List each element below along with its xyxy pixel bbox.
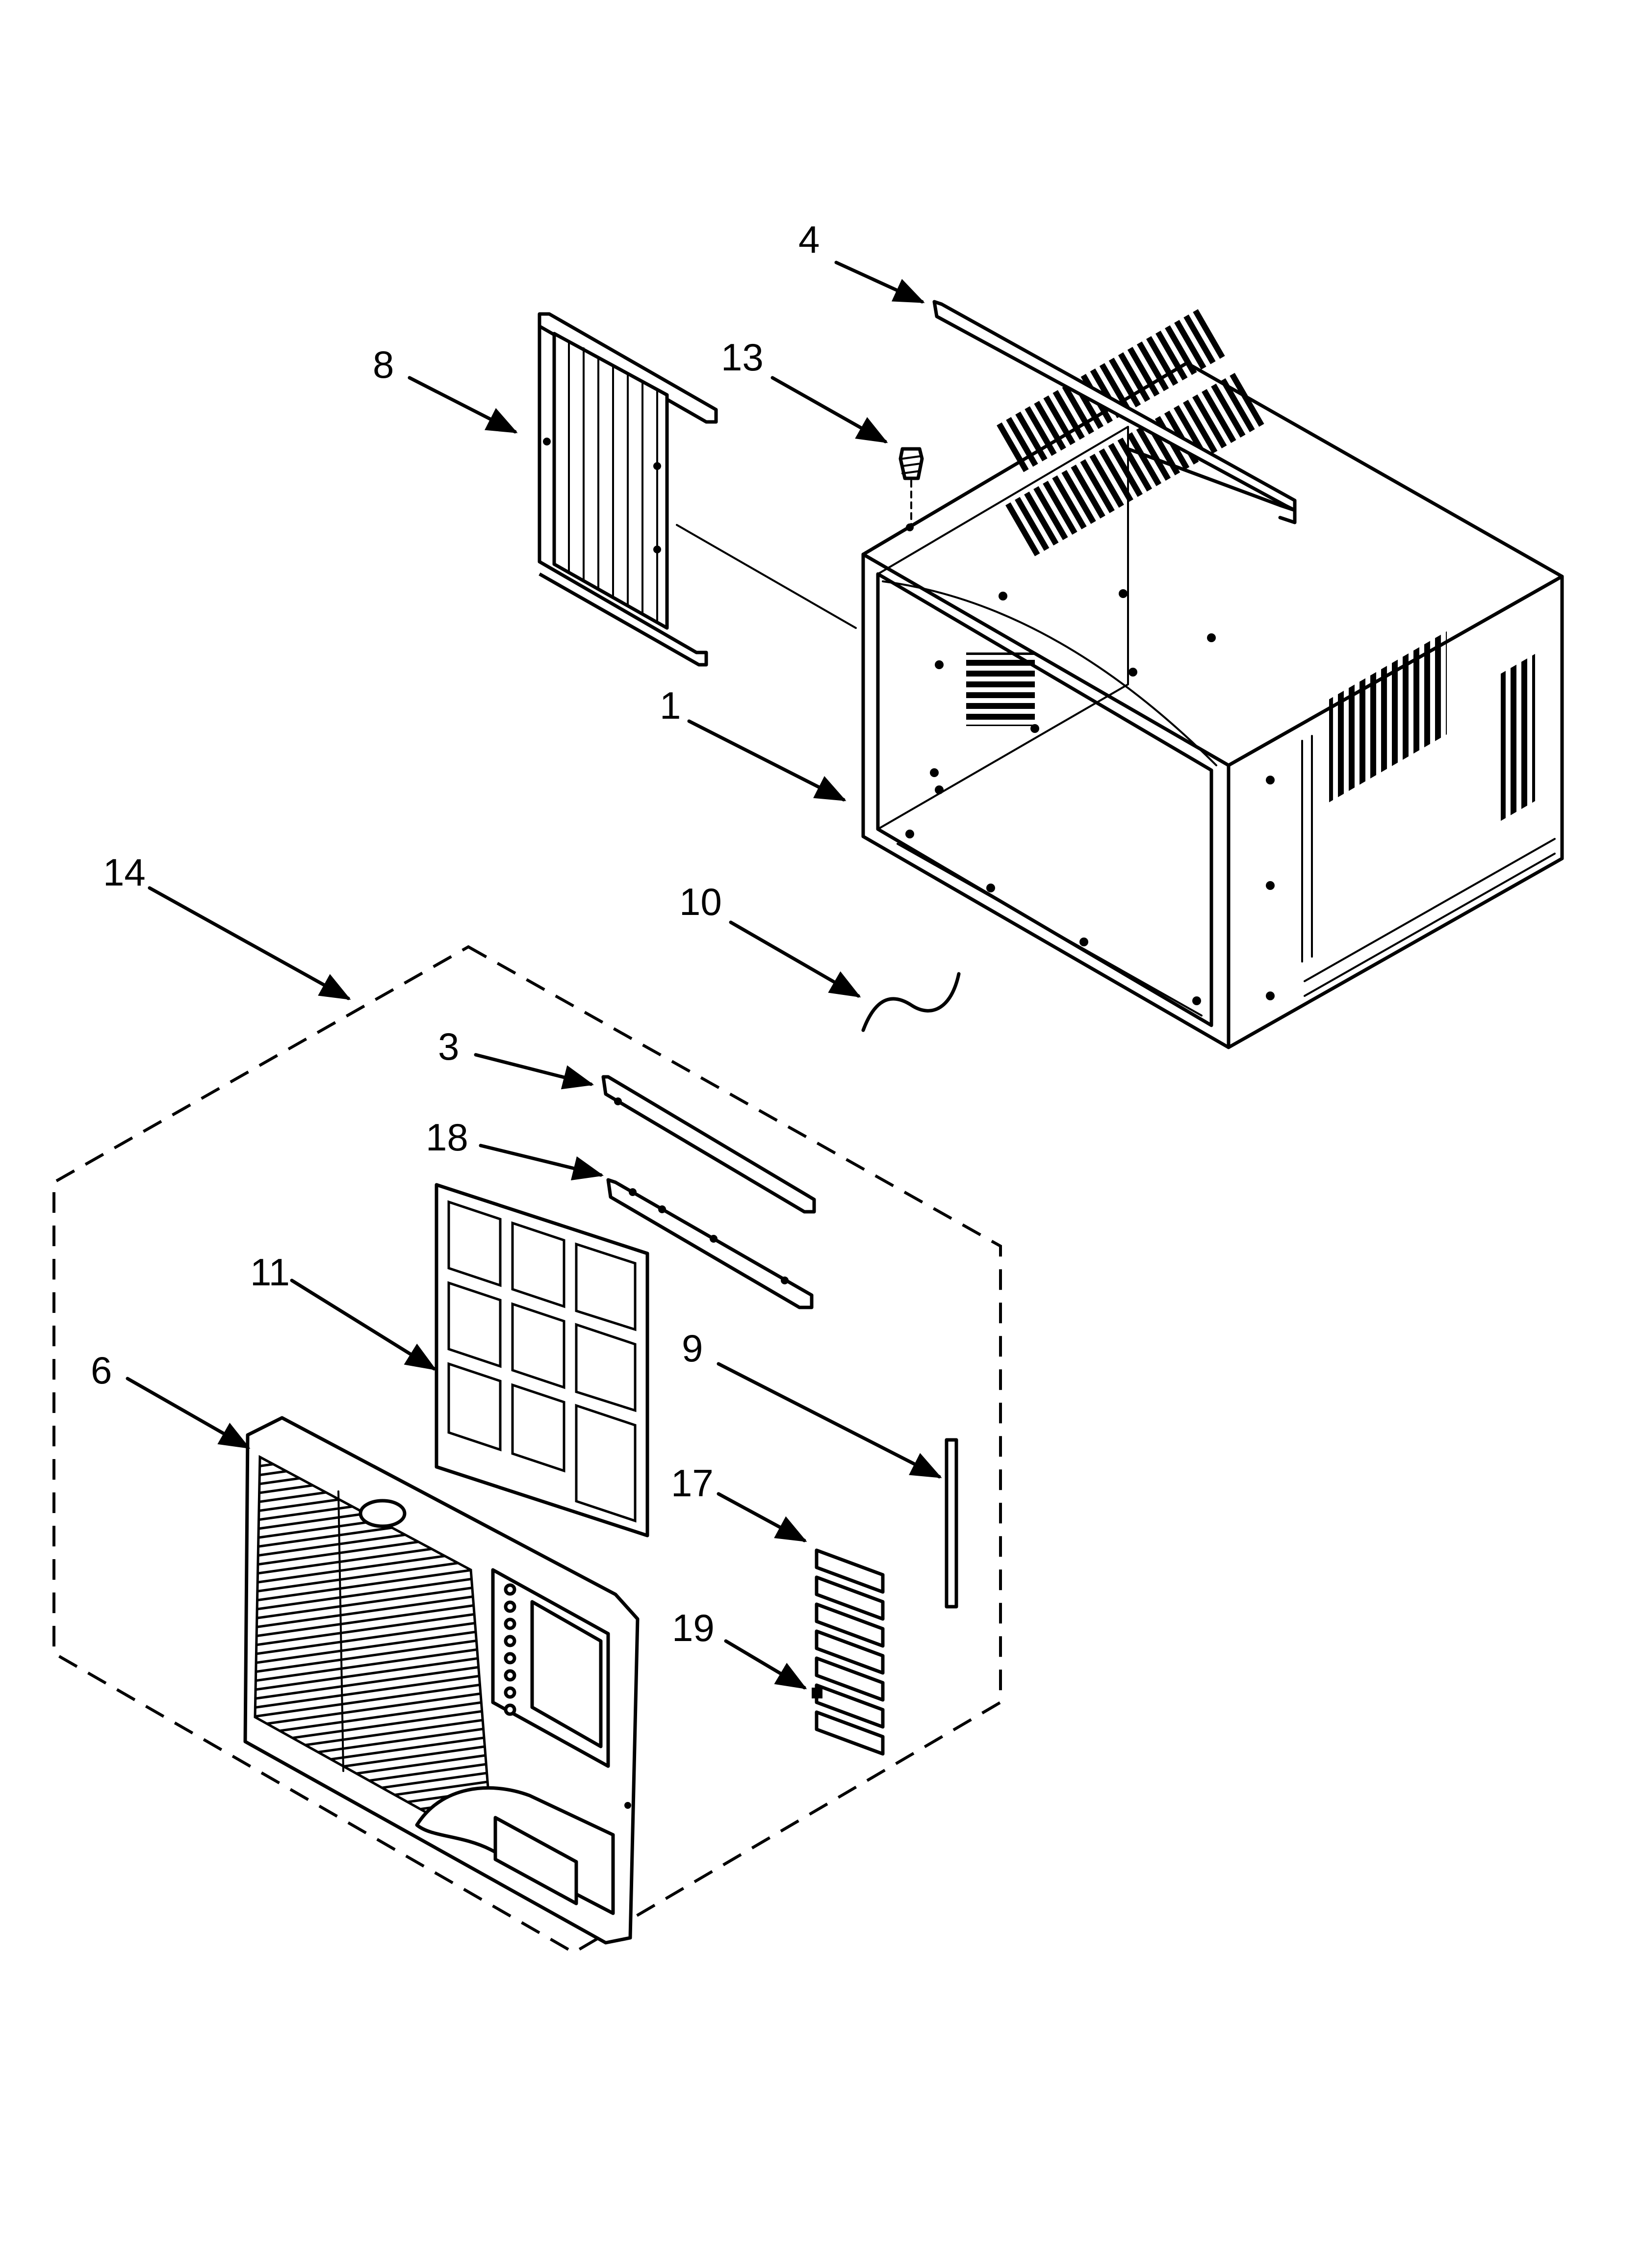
callout-6: 6 xyxy=(91,1349,112,1392)
callout-19: 19 xyxy=(672,1606,715,1649)
side-curtain-part xyxy=(538,312,857,667)
callout-8: 8 xyxy=(373,343,394,386)
callout-1: 1 xyxy=(660,684,681,727)
louvers-part xyxy=(815,1548,885,1756)
callout-18: 18 xyxy=(426,1116,468,1159)
seal-strip-part xyxy=(945,1438,958,1609)
leader-arrows xyxy=(126,261,942,1690)
side-vents xyxy=(1329,631,1535,821)
screw-holes xyxy=(905,523,1275,1005)
callout-14: 14 xyxy=(103,851,146,894)
callout-9: 9 xyxy=(682,1327,703,1370)
assembly-boundary xyxy=(52,945,1002,1955)
screw-part xyxy=(898,447,924,531)
upper-rail-part xyxy=(601,1075,816,1214)
callout-17: 17 xyxy=(671,1461,714,1505)
curtain-pleats xyxy=(568,340,658,623)
callout-labels: 4 8 13 1 14 10 3 18 11 6 9 17 19 xyxy=(91,218,820,1649)
control-buttons xyxy=(504,1583,516,1716)
callout-4: 4 xyxy=(798,218,820,261)
seal-tape-part xyxy=(861,972,961,1032)
front-grille-part xyxy=(243,1416,640,1945)
top-vents xyxy=(994,309,1264,556)
callout-11: 11 xyxy=(250,1251,290,1294)
callout-10: 10 xyxy=(679,880,722,923)
cabinet-part xyxy=(861,309,1564,1049)
callout-3: 3 xyxy=(438,1025,459,1068)
lower-rail-part xyxy=(606,1178,814,1309)
callout-13: 13 xyxy=(721,336,764,379)
top-rail-part xyxy=(932,300,1297,512)
front-side-vents xyxy=(966,652,1035,726)
louver-clip-part xyxy=(812,1688,822,1698)
filter-part xyxy=(435,1183,649,1538)
